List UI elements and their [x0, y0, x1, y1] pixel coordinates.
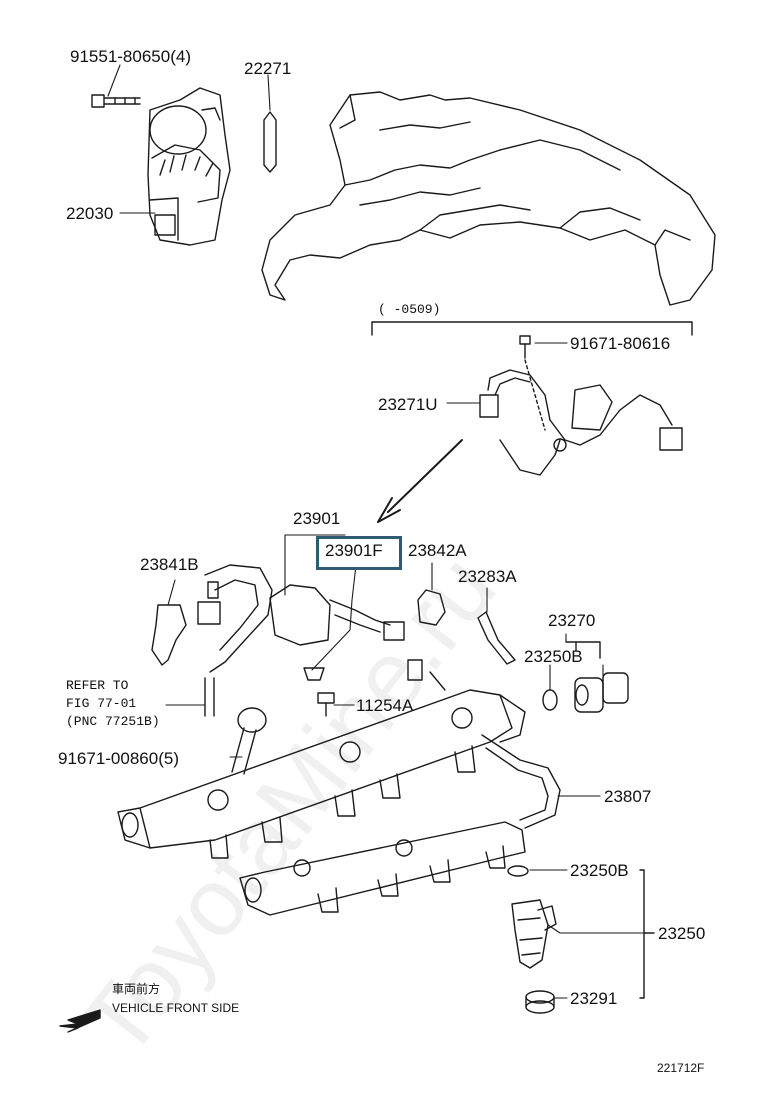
label-91551-80650: 91551-80650(4) [70, 47, 191, 66]
gasket-22271 [263, 111, 277, 173]
label-23291: 23291 [570, 989, 618, 1008]
bolt-91671-00860 [231, 707, 267, 775]
valve-11254A [303, 667, 335, 717]
o-ring-23250B-upper [542, 689, 558, 711]
date-range-label: ( -0509) [378, 302, 441, 317]
bracket-23250-group [639, 869, 655, 999]
refer-pipe [204, 677, 215, 717]
refer-line-3: (PNC 77251B) [66, 714, 160, 729]
fuel-hose-23271U [479, 369, 683, 476]
bolt-91551 [91, 94, 141, 108]
label-22271: 22271 [244, 59, 292, 78]
front-side-jp: 車両前方 [112, 982, 161, 996]
pulsation-damper-23270 [574, 672, 629, 713]
o-ring-23250B-lower [507, 865, 529, 877]
leader-lines [107, 64, 655, 999]
label-23901: 23901 [293, 509, 341, 528]
pipe-23807 [481, 734, 561, 829]
fuel-rail-lower [239, 821, 526, 916]
date-bracket [371, 321, 693, 336]
front-side-en: VEHICLE FRONT SIDE [112, 1001, 240, 1015]
label-23250B-upper: 23250B [524, 647, 583, 666]
label-23270: 23270 [548, 611, 596, 630]
label-11254A: 11254A [356, 696, 414, 715]
label-23250B-lower: 23250B [570, 861, 629, 880]
bolt-91671-80616 [519, 335, 546, 431]
fuel-injector-23250 [511, 899, 557, 969]
front-arrow-icon [59, 1009, 101, 1033]
label-91671-80616: 91671-80616 [570, 334, 671, 353]
refer-line-1: REFER TO [66, 678, 129, 693]
fuel-hose-23901 [197, 564, 405, 673]
highlight-box-23901F [316, 536, 402, 570]
bracket-23841B [151, 604, 187, 666]
intake-manifold [261, 91, 716, 306]
label-23841B: 23841B [140, 555, 199, 574]
bracket-23270 [565, 641, 601, 659]
label-91671-00860: 91671-00860(5) [58, 749, 179, 768]
insulator-23291 [525, 990, 555, 1014]
figure-code: 221712F [657, 1061, 705, 1075]
connector-23842A [417, 589, 446, 626]
refer-line-2: FIG 77-01 [66, 696, 137, 711]
clip-23283A [477, 611, 516, 665]
label-23901F: 23901F [325, 541, 383, 560]
label-23842A: 23842A [408, 541, 467, 560]
label-23250: 23250 [658, 924, 706, 943]
label-22030: 22030 [66, 204, 114, 223]
direction-arrow [377, 439, 463, 523]
throttle-body [147, 87, 231, 246]
fuel-rail-upper [117, 659, 526, 859]
label-23283A: 23283A [458, 567, 517, 586]
label-23807: 23807 [604, 787, 652, 806]
label-23271U: 23271U [378, 395, 438, 414]
